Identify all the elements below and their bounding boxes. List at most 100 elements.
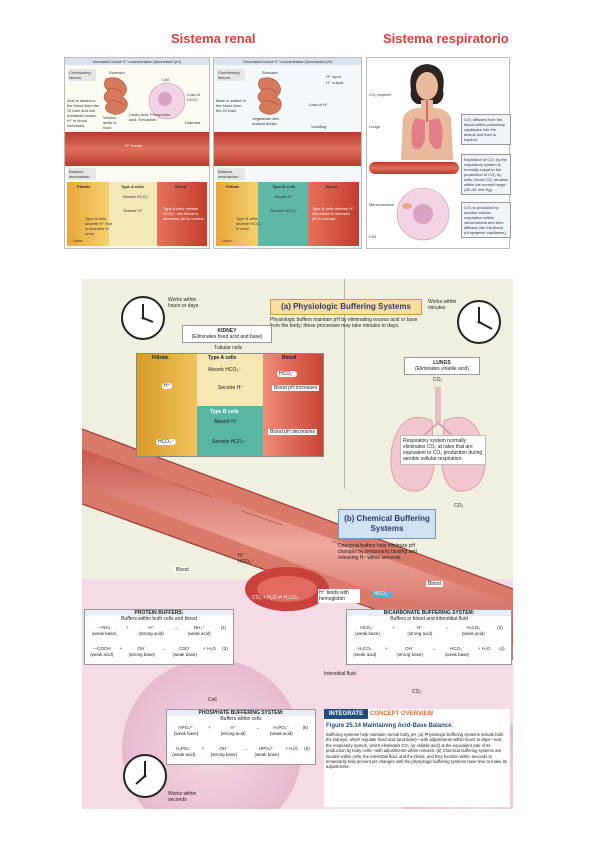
clock-icon-hours bbox=[121, 296, 165, 340]
cell-label: Cell bbox=[208, 697, 217, 703]
center-equation: CO₂ + H₂O ⇌ H₂CO₃ bbox=[252, 595, 299, 601]
cell-illustration bbox=[396, 187, 450, 241]
phosphate-buffers-box: PHOSPHATE BUFFERING SYSTEM: Buffers with… bbox=[166, 709, 316, 765]
person-illustration bbox=[401, 64, 453, 160]
type-a-label: Type A cells bbox=[121, 184, 144, 189]
cell-illustration bbox=[148, 82, 186, 120]
reaction-token: → bbox=[255, 725, 260, 730]
blood-header-label: Blood bbox=[282, 355, 297, 361]
absorb-label: Absorb HCO₃⁻ bbox=[123, 194, 150, 199]
bicarb-reaction-1: HCO₃⁻(weak base)+H⁺(strong acid)→H₂CO₃(w… bbox=[347, 624, 511, 645]
kidney-title: KIDNEY bbox=[217, 328, 237, 334]
resp-box-3: CO₂ is produced by aerobic cellular resp… bbox=[461, 202, 511, 238]
reaction-species: H₂PO₄⁻(weak acid) bbox=[172, 746, 196, 757]
cell-label: Cell bbox=[369, 234, 376, 239]
blood-label: Blood bbox=[175, 184, 187, 189]
renal-panel-alkalosis: Decreased blood H⁺ concentration (increa… bbox=[213, 57, 362, 249]
diarrhea-label: Diarrhea bbox=[185, 120, 201, 125]
type-b-label: Type B cells bbox=[210, 409, 239, 415]
tubular-label: Tubular cells bbox=[214, 345, 243, 351]
bicarb-sub: Buffers in blood and interstitial fluid bbox=[390, 616, 468, 622]
bicarb-reactions: HCO₃⁻(weak base)+H⁺(strong acid)→H₂CO₃(w… bbox=[347, 624, 511, 666]
co2-top-label: CO₂ bbox=[433, 377, 443, 383]
panel-header: Decreased blood H⁺ concentration (increa… bbox=[214, 58, 361, 65]
caption-box: INTEGRATE CONCEPT OVERVIEW Figure 25.14 … bbox=[324, 709, 510, 807]
reaction-token: (6) bbox=[304, 746, 310, 751]
contributing-label: Contributing factors bbox=[217, 69, 245, 81]
loss-h-label: Loss of H⁺ bbox=[309, 102, 329, 107]
stomach-label: Stomach bbox=[262, 70, 278, 75]
protein-reaction-2: —COOH(weak acid)+OH⁻(strong base)→COO⁻(w… bbox=[85, 645, 233, 666]
phosphate-reaction-2: H₂PO₄⁻(weak acid) + OH⁻(strong base) → HPO₄²… bbox=[167, 745, 315, 766]
secrete-label: Secrete HCO₃⁻ bbox=[270, 208, 298, 213]
reaction-species: H⁺(strong acid) bbox=[138, 625, 164, 636]
reaction-token: + bbox=[201, 746, 205, 751]
intestine-illustration bbox=[103, 77, 128, 115]
intestine-illustration bbox=[257, 77, 282, 115]
reaction-species: HPO₄²⁻(weak base) bbox=[254, 746, 280, 757]
type-b-label: Type B cells bbox=[272, 184, 296, 189]
urine-label: Urine bbox=[73, 238, 83, 243]
reaction-species: OH⁻(strong base) bbox=[210, 746, 238, 757]
reaction-species: —NH₂(weak base) bbox=[91, 625, 117, 636]
co2-expired-label: CO₂ expired bbox=[369, 92, 391, 97]
physiologic-desc: Physiologic buffers maintain pH by elimi… bbox=[270, 317, 418, 329]
h-hco3-label: H⁺ HCO₃⁻ bbox=[238, 553, 254, 565]
clock-icon-seconds bbox=[123, 754, 167, 798]
kidney-tubule-diagram bbox=[136, 353, 324, 457]
phosphate-title: PHOSPHATE BUFFERING SYSTEM: bbox=[167, 710, 315, 716]
works-hours-label: Works within hours or days bbox=[168, 297, 199, 309]
reaction-token: + H₂O bbox=[478, 646, 491, 651]
blood-vessel bbox=[65, 132, 209, 166]
reaction-species: HCO₃⁻(weak base) bbox=[355, 625, 380, 636]
phosphate-reactions: HPO₄²⁻(weak base)+H⁺(strong acid)→H₂PO₄⁻… bbox=[167, 724, 315, 766]
respiratory-panel: CO₂ expired Lungs CO₂ diffuses from the … bbox=[366, 57, 511, 249]
reaction-token: + bbox=[392, 625, 395, 630]
lungs-label: Lungs bbox=[369, 124, 380, 129]
reaction-species: OH⁻(strong base) bbox=[128, 646, 156, 657]
phosphate-reaction-1: HPO₄²⁻(weak base)+H⁺(strong acid)→H₂PO₄⁻… bbox=[167, 724, 315, 745]
type-b-desc: Type B cells secrete HCO₃⁻ in urine. bbox=[236, 216, 263, 231]
heading-renal: Sistema renal bbox=[171, 31, 256, 46]
works-minutes-label: Works within minutes bbox=[428, 299, 457, 311]
renal-panel-acidosis: Increased blood H⁺ concentration (decrea… bbox=[64, 57, 210, 249]
stomach-label: Stomach bbox=[109, 70, 125, 75]
type-b-desc2: Type B cells release H⁺ into blood to in… bbox=[312, 206, 354, 221]
kidney-sub: (Eliminates fixed acid and base) bbox=[191, 334, 263, 340]
concept-overview-label: CONCEPT OVERVIEW bbox=[370, 711, 434, 717]
reaction-token: → bbox=[173, 625, 178, 630]
reaction-token: + bbox=[208, 725, 211, 730]
cell-label: Cell bbox=[162, 77, 169, 82]
acid-added-text: Acid is added to the blood from the GI t… bbox=[67, 98, 100, 128]
physiologic-title: (a) Physiologic Buffering Systems bbox=[270, 299, 422, 315]
reaction-species: COO⁻(weak base) bbox=[172, 646, 198, 657]
reaction-species: H₂PO₄⁻(weak acid) bbox=[269, 725, 293, 736]
panel-header: Increased blood H⁺ concentration (decrea… bbox=[65, 58, 209, 65]
lungs-desc: Respiratory system normally eliminates C… bbox=[400, 435, 486, 465]
hco3-right-label: HCO₃⁻ bbox=[372, 591, 392, 597]
resp-box-1: CO₂ diffuses from the blood within pulmo… bbox=[461, 114, 511, 145]
reaction-token: (2) bbox=[222, 646, 228, 651]
hco3-out-label: HCO₃⁻ bbox=[277, 371, 297, 377]
legend-input: H⁺ input bbox=[326, 74, 341, 79]
protein-title: PROTEIN BUFFERS: bbox=[85, 610, 233, 616]
works-seconds-label: Works within seconds bbox=[168, 791, 197, 803]
absorb-label: Absorb H⁺ bbox=[274, 194, 293, 199]
reaction-species: —COOH(weak acid) bbox=[90, 646, 114, 657]
tubule-block bbox=[67, 182, 207, 246]
veg-label: Vegetarian diet, antacid drinks bbox=[252, 116, 280, 126]
lungs-title: LUNGS bbox=[433, 360, 451, 366]
type-a-label: Type A cells bbox=[208, 355, 237, 361]
reaction-species: H₂CO₃(weak acid) bbox=[353, 646, 377, 657]
blood-label-left: Blood bbox=[174, 567, 191, 573]
blood-vessel bbox=[214, 132, 361, 166]
heading-respiratory: Sistema respiratorio bbox=[383, 31, 509, 46]
tubule-block bbox=[216, 182, 359, 246]
reaction-token: (1) bbox=[220, 625, 227, 630]
base-added-text: Base is added to the blood from the GI t… bbox=[216, 98, 246, 113]
type-a-desc2: Type A cells release HCO₃⁻ into blood to… bbox=[163, 206, 205, 221]
reaction-token: → bbox=[243, 746, 249, 751]
blood-label: Blood bbox=[326, 184, 338, 189]
filtrate-label: Filtrate bbox=[152, 355, 169, 361]
reaction-species: H⁺(strong acid) bbox=[407, 625, 433, 636]
